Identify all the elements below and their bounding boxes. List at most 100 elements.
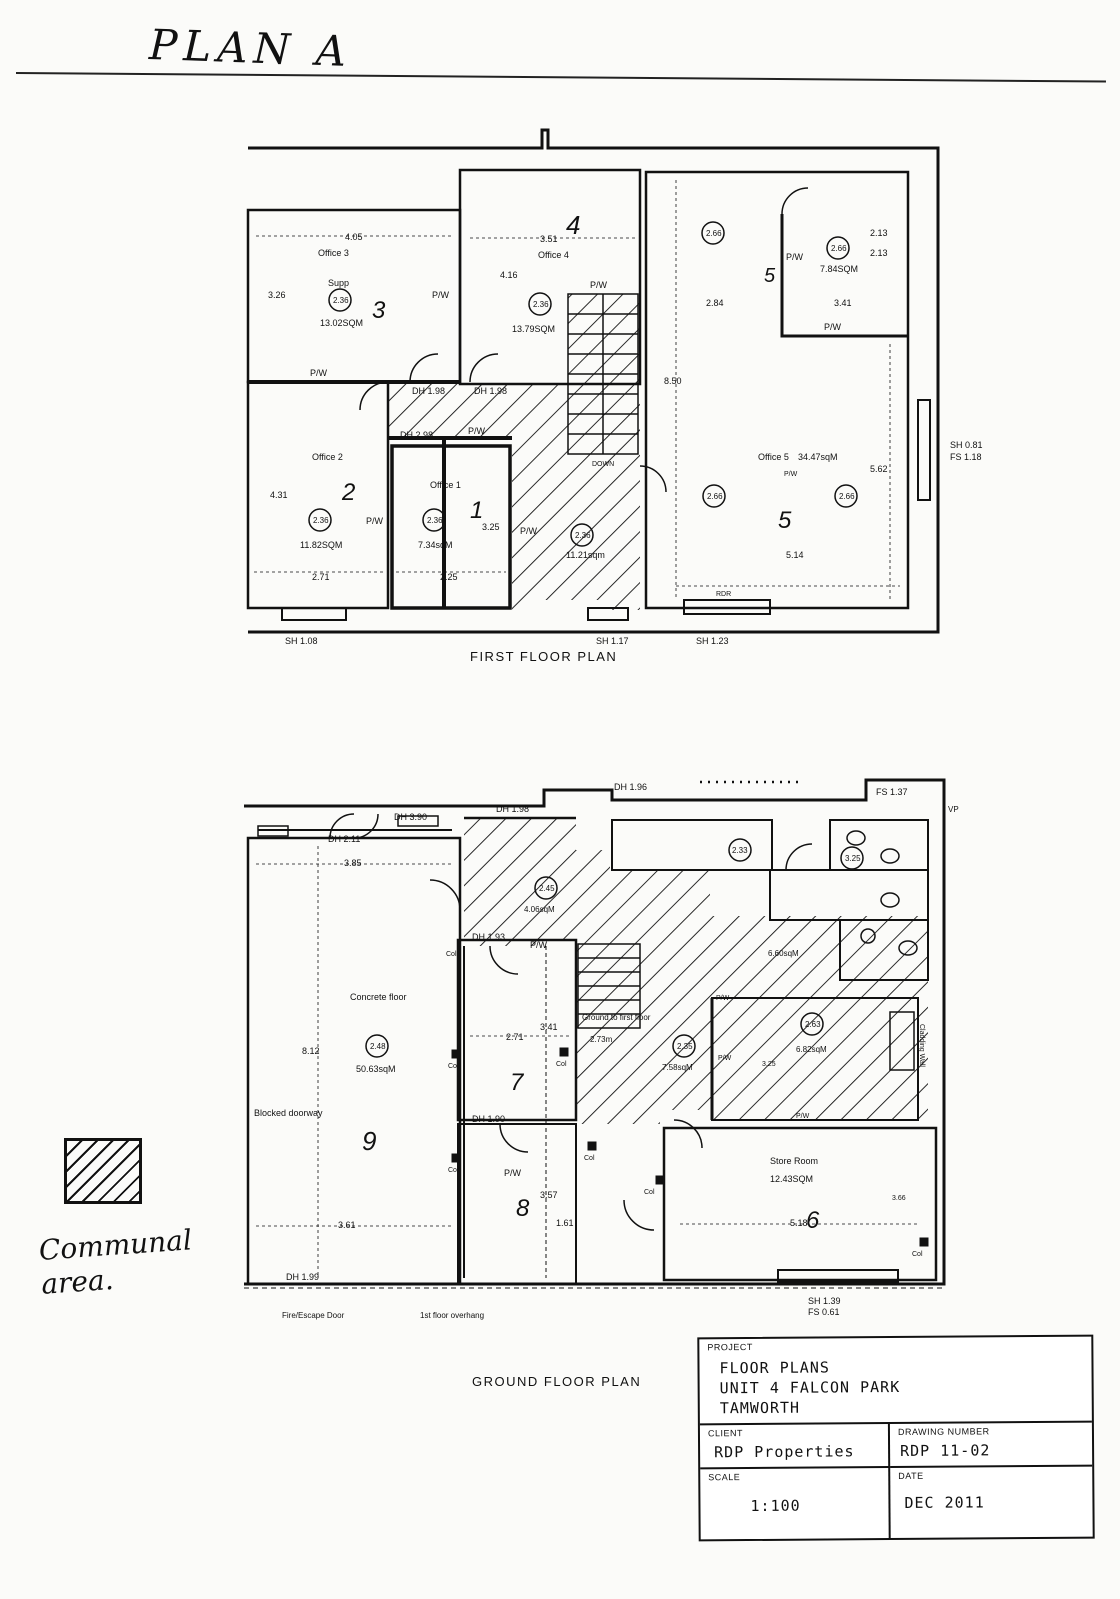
pw-label: P/W — [796, 1113, 810, 1120]
scale-value: 1:100 — [750, 1496, 801, 1516]
cladding-label: Cladding Wall — [918, 1024, 925, 1067]
floor-sill-bottom: FS 0.61 — [808, 1307, 840, 1317]
office-1-supp: 2.36 — [427, 516, 443, 525]
project-line-1: FLOOR PLANS — [719, 1358, 830, 1378]
office-3-supp: 2.36 — [333, 296, 349, 305]
column-label: Col — [584, 1155, 595, 1162]
office-3-name: Office 3 — [318, 248, 349, 258]
dim-271: 2.71 — [506, 1032, 524, 1042]
first-floor-title: FIRST FLOOR PLAN — [470, 649, 617, 664]
ground-floor-plan — [244, 778, 946, 1289]
hall-area: 7.58sqM — [662, 1063, 693, 1072]
stair-down: DOWN — [592, 461, 614, 468]
column-label: Col — [448, 1063, 459, 1070]
door-height-g: DH 1.93 — [472, 932, 505, 942]
office-1-width: 2.25 — [440, 572, 458, 582]
column-label: Col — [912, 1251, 923, 1258]
first-floor-plan — [246, 128, 940, 634]
pw-label: P/W — [786, 252, 804, 262]
door-height-b: DH 3.90 — [394, 812, 427, 822]
lobby-area: 4.06sqM — [524, 905, 555, 914]
room-9-height-dim: 8.12 — [302, 1046, 320, 1056]
office-1-name: Office 1 — [430, 480, 461, 490]
office-5-area: 34.47sqM — [798, 452, 838, 462]
room-9-height: 2.48 — [370, 1042, 386, 1051]
room-7-area: 2.73m — [590, 1035, 613, 1044]
pw-label: P/W — [824, 322, 842, 332]
kitchen-area: 6.82sqM — [796, 1045, 827, 1054]
office-5-name: Office 5 — [758, 452, 789, 462]
office-2-width: 2.71 — [312, 572, 330, 582]
dim-161: 1.61 — [556, 1218, 574, 1228]
pw-label: P/W — [716, 995, 730, 1002]
first-floor-stair — [567, 293, 639, 455]
sill-height-bottom: SH 1.39 — [808, 1296, 841, 1306]
office-2-number: 2 — [341, 479, 355, 506]
ground-floor-stair — [577, 943, 641, 1029]
dim-325: 3.25 — [762, 1061, 776, 1068]
wc-area: 6.60sqM — [768, 949, 799, 958]
drawing-number-label: DRAWING NUMBER — [897, 1426, 990, 1437]
communal-area-legend-swatch — [64, 1138, 142, 1204]
room-9-outline — [246, 836, 462, 1286]
dim-341: 3.41 — [540, 1022, 558, 1032]
drawing-title-block: PROJECT FLOOR PLANS UNIT 4 FALCON PARK T… — [697, 1334, 1095, 1542]
scale-label: SCALE — [708, 1472, 741, 1483]
room-9-number: 9 — [362, 1126, 376, 1156]
pw-label: P/W — [784, 471, 798, 478]
title-block-scale: SCALE 1:100 — [700, 1468, 891, 1540]
office-4-outline — [458, 168, 642, 386]
door-height-1: DH 1.98 — [412, 386, 445, 396]
rdr-label: RDR — [716, 591, 731, 598]
door-height-2: DH 2.98 — [400, 430, 433, 440]
office-2-area: 11.82SQM — [300, 540, 342, 550]
date-value: DEC 2011 — [904, 1493, 985, 1512]
office-4-area: 13.79SQM — [512, 324, 555, 334]
office-4-name: Office 4 — [538, 250, 569, 260]
sill-height-mid: SH 1.17 — [596, 636, 629, 646]
client-name: RDP Properties — [714, 1442, 855, 1462]
landing-area: 11.21sqm — [566, 550, 605, 560]
door-height-d: DH 1.96 — [614, 782, 647, 792]
sill-height-left: SH 1.08 — [285, 636, 318, 646]
title-block-project: PROJECT FLOOR PLANS UNIT 4 FALCON PARK T… — [699, 1336, 1092, 1426]
dim-366: 3.66 — [892, 1195, 906, 1202]
office-5-width: 5.14 — [786, 550, 804, 560]
date-label: DATE — [898, 1470, 924, 1481]
ground-floor-labels: Concrete floor 2.48 50.63sqM 9 3.85 8.12… — [254, 782, 959, 1389]
pw-label: P/W — [432, 290, 450, 300]
store-room-area: 12.43SQM — [770, 1174, 813, 1184]
office-5b-partition — [780, 214, 908, 338]
lobby-height: 2.45 — [539, 884, 555, 893]
door-height-e: DH 1.99 — [286, 1272, 319, 1282]
kitchen-height: 2.63 — [805, 1020, 821, 1029]
title-block-client: CLIENT RDP Properties — [699, 1424, 891, 1470]
office-2-height: 4.31 — [270, 490, 288, 500]
floor-sill-side: FS 1.18 — [950, 452, 982, 462]
office-5-outline — [644, 170, 910, 610]
room-7-outline — [456, 938, 578, 1122]
office-4-number: 4 — [566, 210, 580, 240]
project-line-3: TAMWORTH — [719, 1398, 801, 1418]
room-8-number: 8 — [516, 1195, 530, 1222]
title-block-drawing-number: DRAWING NUMBER RDP 11-02 — [889, 1422, 1093, 1469]
office-4-supp: 2.36 — [533, 300, 549, 309]
hall-height: 2.35 — [677, 1042, 693, 1051]
pw-label: P/W — [504, 1168, 522, 1178]
wc-height-2: 3.25 — [845, 854, 861, 863]
office-1-height: 3.25 — [482, 522, 500, 532]
ground-floor-title: GROUND FLOOR PLAN — [472, 1374, 641, 1389]
dim-357: 3.57 — [540, 1190, 558, 1200]
title-block-date: DATE DEC 2011 — [890, 1467, 1092, 1538]
office-2-supp: 2.36 — [313, 516, 329, 525]
office-3-area: 13.02SQM — [320, 318, 363, 328]
pw-label: P/W — [520, 526, 538, 536]
client-label: CLIENT — [707, 1428, 744, 1439]
door-height-f: DH 1.90 — [472, 1114, 505, 1124]
room-8-outline — [457, 1123, 577, 1285]
office-5b-width: 3.41 — [834, 298, 852, 308]
office-5-supp-a: 2.66 — [706, 229, 722, 238]
column-label: Col — [644, 1189, 655, 1196]
office-1-number: 1 — [470, 497, 483, 524]
